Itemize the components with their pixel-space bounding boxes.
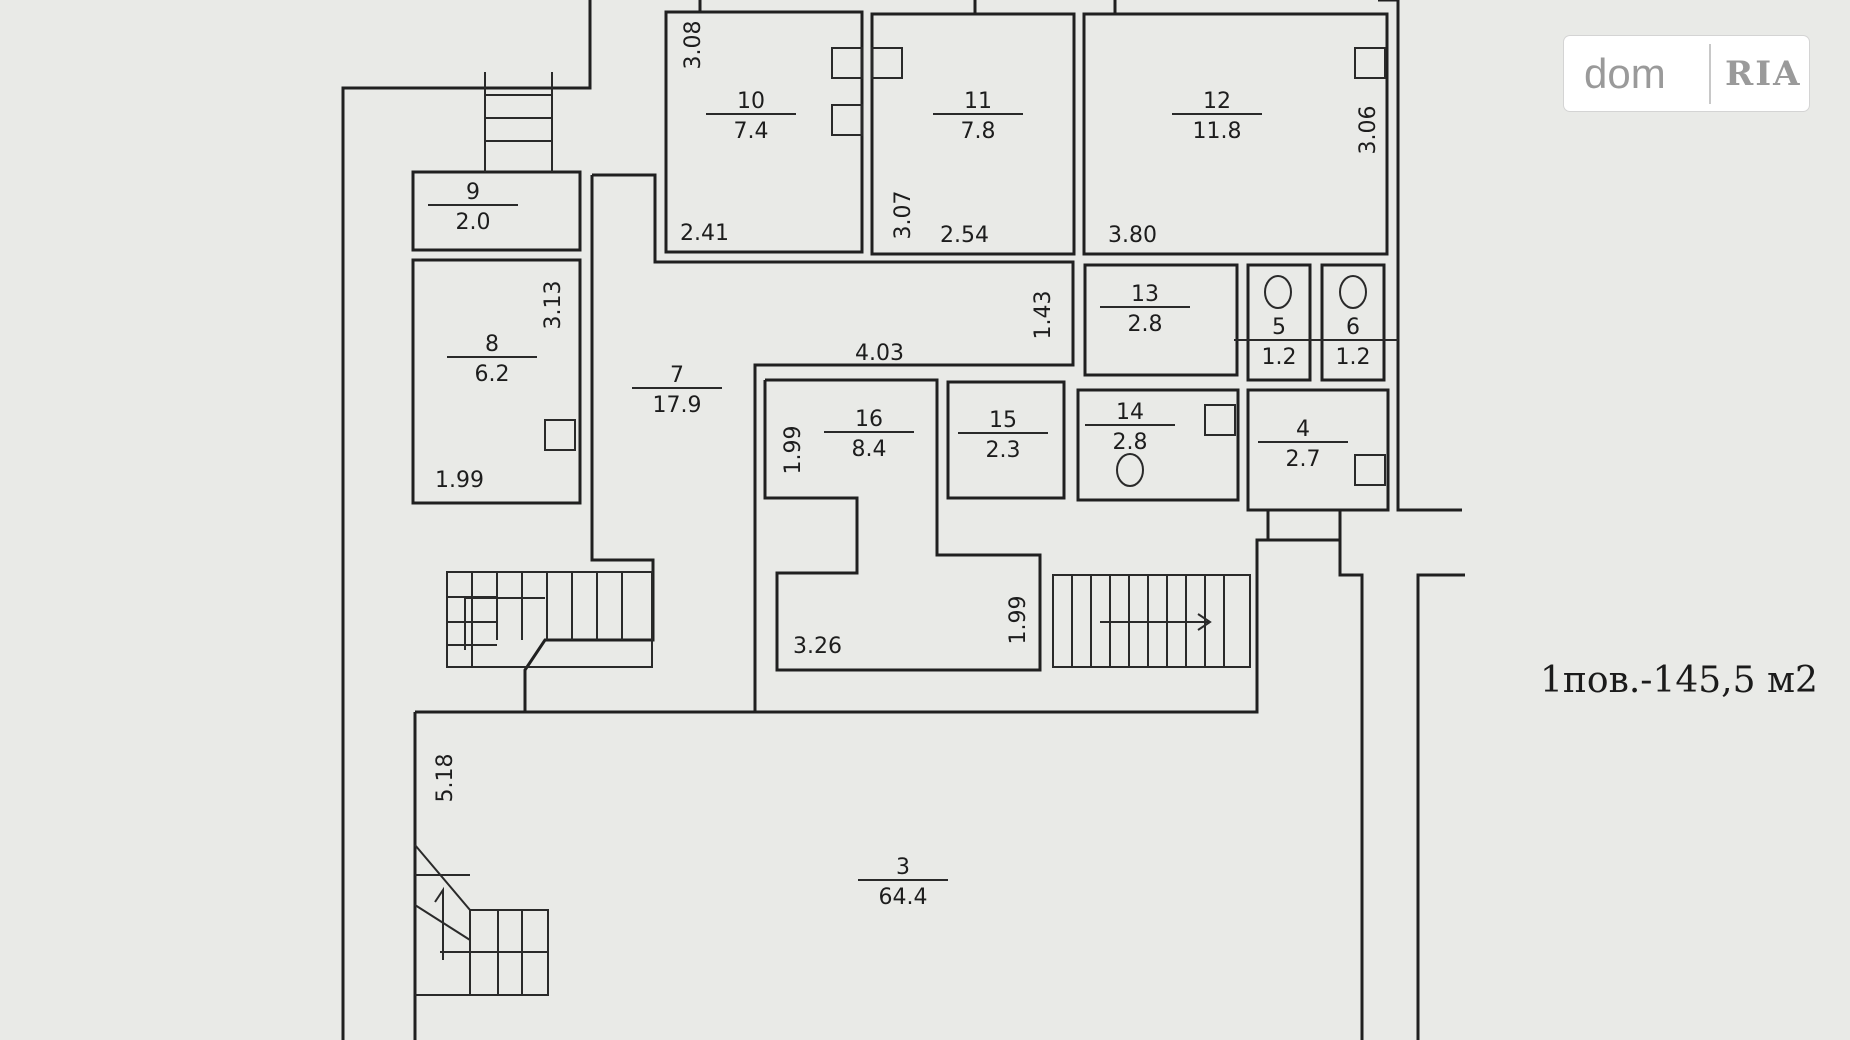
room-number: 14 xyxy=(1116,400,1144,425)
room-area: 17.9 xyxy=(653,393,702,418)
room-area: 1.2 xyxy=(1262,345,1297,370)
room-number: 16 xyxy=(855,407,883,432)
dimension-labels: 3.08 2.41 3.07 2.54 3.06 3.80 3.13 1.43 4.03 1.99… xyxy=(433,21,1381,803)
dimension-label: 3.13 xyxy=(541,281,566,330)
room-area: 2.8 xyxy=(1113,430,1148,455)
room-number: 9 xyxy=(466,180,480,205)
room-number: 8 xyxy=(485,332,499,357)
dimension-label: 1.99 xyxy=(435,468,484,493)
room-number: 12 xyxy=(1203,89,1231,114)
logo-ria-text: RIA xyxy=(1725,53,1802,94)
staircase-lower-left xyxy=(414,844,549,996)
dimension-label: 1.99 xyxy=(781,426,806,475)
room-area: 7.8 xyxy=(961,119,996,144)
logo-dom-text: dom xyxy=(1584,49,1666,97)
room-area: 8.4 xyxy=(852,437,887,462)
dimension-label: 4.03 xyxy=(855,341,904,366)
room-number: 10 xyxy=(737,89,765,114)
dimension-label: 2.41 xyxy=(680,221,729,246)
room-area: 2.8 xyxy=(1128,312,1163,337)
staircase-upper-left xyxy=(446,571,653,668)
dimension-label: 3.26 xyxy=(793,634,842,659)
room-number: 3 xyxy=(896,855,910,880)
room-area: 64.4 xyxy=(879,885,928,910)
room-number: 5 xyxy=(1272,315,1286,340)
room-area: 2.0 xyxy=(456,210,491,235)
dimension-label: 2.54 xyxy=(940,223,989,248)
room-walls xyxy=(411,0,1390,712)
dimension-label: 3.07 xyxy=(891,191,916,240)
domria-logo: dom RIA xyxy=(1564,36,1809,111)
dimension-label: 3.08 xyxy=(681,21,706,70)
room-area: 11.8 xyxy=(1193,119,1242,144)
room-number: 15 xyxy=(989,408,1017,433)
dimension-label: 3.80 xyxy=(1108,223,1157,248)
room-number: 6 xyxy=(1346,315,1360,340)
room-area: 6.2 xyxy=(475,362,510,387)
dimension-label: 1.43 xyxy=(1031,291,1056,340)
room-number: 11 xyxy=(964,89,992,114)
outer-walls xyxy=(341,0,1465,1040)
room-number: 13 xyxy=(1131,282,1159,307)
room-area: 2.7 xyxy=(1286,447,1321,472)
staircase-center xyxy=(1052,574,1251,668)
dimension-label: 5.18 xyxy=(433,754,458,803)
room-area: 7.4 xyxy=(734,119,769,144)
room-number: 4 xyxy=(1296,417,1310,442)
room-number: 7 xyxy=(670,363,684,388)
fixtures xyxy=(544,47,1386,487)
room-area: 1.2 xyxy=(1336,345,1371,370)
room-labels: 3 64.4 4 2.7 5 1.2 6 1.2 7 17.9 8 6.2 9 2.0 10 7.4 11 7.8… xyxy=(428,89,1398,910)
room-area: 2.3 xyxy=(986,438,1021,463)
logo-divider xyxy=(1709,43,1711,104)
dimension-label: 1.99 xyxy=(1006,596,1031,645)
dimension-label: 3.06 xyxy=(1356,106,1381,155)
floor-area-caption: 1пов.-145,5 м2 xyxy=(1540,660,1818,701)
